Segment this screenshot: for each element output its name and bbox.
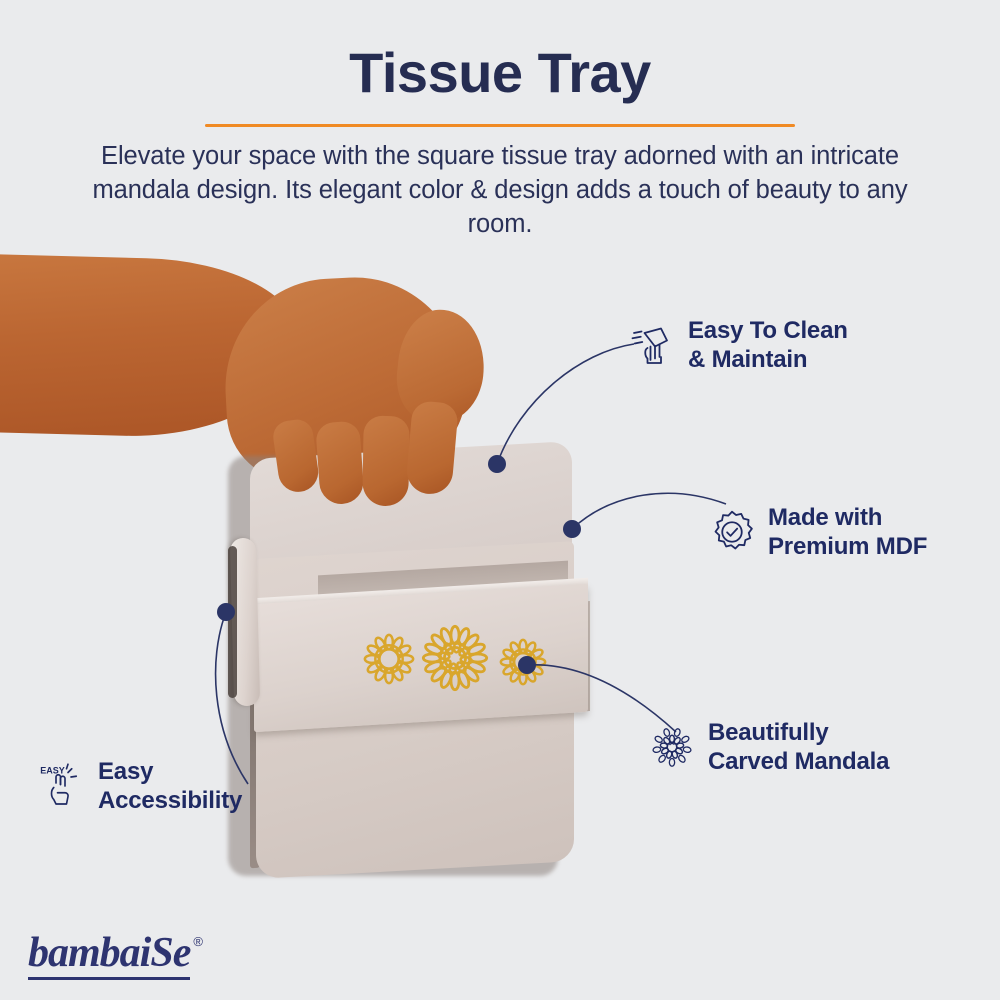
header-block: Tissue Tray Elevate your space with the … bbox=[0, 0, 1000, 250]
finger-middle bbox=[362, 415, 410, 507]
mandala-motif-right bbox=[499, 638, 547, 686]
feature-label-premium-mdf: Made with Premium MDF bbox=[768, 504, 928, 561]
feature-premium-mdf: Made with Premium MDF bbox=[708, 503, 927, 562]
title-divider bbox=[205, 124, 795, 127]
mandala-motif-left bbox=[363, 633, 415, 685]
product-photo bbox=[0, 250, 660, 900]
feature-label-easy-to-clean: Easy To Clean & Maintain bbox=[688, 317, 848, 374]
feature-easy-to-clean: Easy To Clean & Maintain bbox=[628, 316, 848, 375]
feature-easy-accessibility: EASY Easy Accessibility bbox=[38, 757, 242, 816]
feature-label-carved-mandala: Beautifully Carved Mandala bbox=[708, 719, 890, 776]
svg-text:EASY: EASY bbox=[40, 766, 65, 776]
badge-check-icon bbox=[708, 508, 756, 556]
brand-logo: bambaiSe ® bbox=[28, 932, 203, 980]
registered-trademark-icon: ® bbox=[193, 934, 203, 949]
brand-wordmark: bambaiSe bbox=[28, 932, 191, 980]
page-subtitle: Elevate your space with the square tissu… bbox=[92, 142, 908, 238]
easy-snapping-fingers-icon: EASY bbox=[38, 762, 86, 810]
mandala-motif-center bbox=[421, 624, 489, 692]
wiping-hand-cloth-icon bbox=[628, 321, 676, 369]
finger-ring bbox=[315, 420, 365, 506]
tray-handle-gap bbox=[228, 546, 237, 698]
feature-label-easy-accessibility: Easy Accessibility bbox=[98, 758, 243, 815]
page-title: Tissue Tray bbox=[349, 41, 651, 104]
feature-carved-mandala: Beautifully Carved Mandala bbox=[648, 718, 889, 777]
mandala-flower-icon bbox=[648, 723, 696, 771]
